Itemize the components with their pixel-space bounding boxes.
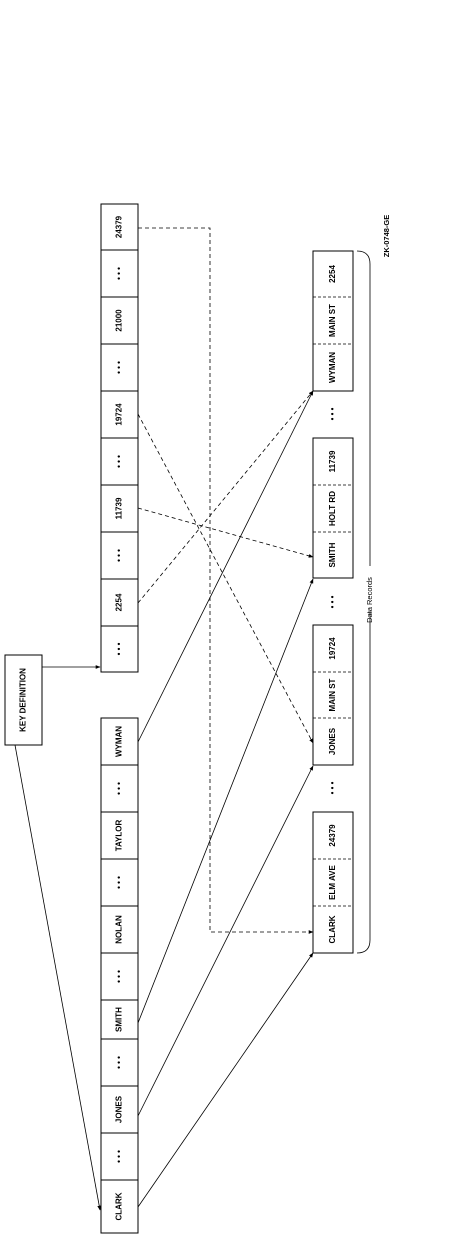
record-name: CLARK — [328, 915, 337, 943]
alternate-key-pointers — [137, 227, 314, 934]
alternate-key-cell: 24379 — [100, 203, 139, 251]
data-records: CLARK ELM AVE 24379 • • • JONES MAIN ST … — [312, 250, 354, 954]
alternate-key-cell: 21000 — [100, 296, 139, 345]
alternate-key-index: • • • 2254 • • • 11739 • • • 19724 • • •… — [100, 203, 139, 673]
primary-key-cell: • • • — [100, 858, 139, 907]
record-street: MAIN ST — [328, 304, 337, 337]
alternate-key-cell: 2254 — [100, 578, 139, 627]
alternate-key-label: • • • — [115, 267, 124, 280]
record-name: SMITH — [328, 542, 337, 567]
alternate-key-label: 11739 — [115, 497, 124, 519]
pointer-11739 — [137, 507, 314, 558]
primary-key-cell: • • • — [100, 1132, 139, 1181]
primary-key-cell: • • • — [100, 952, 139, 1001]
pointer-2254 — [137, 390, 314, 604]
primary-key-cell: SMITH — [100, 999, 139, 1040]
primary-key-label: NOLAN — [115, 915, 124, 944]
data-record: WYMAN MAIN ST 2254 — [312, 250, 354, 392]
primary-key-cell: CLARK — [100, 1179, 139, 1234]
primary-key-cell: NOLAN — [100, 905, 139, 954]
record-gap-ellipsis: • • • — [328, 595, 337, 608]
data-record: SMITH HOLT RD 11739 — [312, 437, 354, 579]
primary-key-cell: TAYLOR — [100, 811, 139, 860]
record-key: 11739 — [328, 450, 337, 472]
record-key: 24379 — [328, 824, 337, 847]
alternate-key-cell: • • • — [100, 437, 139, 486]
record-name: WYMAN — [328, 352, 337, 383]
pointer-wyman — [137, 390, 314, 743]
alternate-key-label: • • • — [115, 549, 124, 562]
primary-key-label: • • • — [115, 1150, 124, 1163]
alternate-key-cell: • • • — [100, 531, 139, 580]
pointer-clark — [137, 952, 314, 1208]
primary-key-pointers — [137, 390, 314, 1208]
record-gap-ellipsis: • • • — [328, 781, 337, 794]
pointer-jones — [137, 765, 314, 1117]
primary-key-label: CLARK — [115, 1192, 124, 1220]
data-record: CLARK ELM AVE 24379 — [312, 811, 354, 954]
record-key: 19724 — [328, 637, 337, 660]
primary-key-label: JONES — [115, 1095, 124, 1123]
record-key: 2254 — [328, 265, 337, 283]
primary-key-label: TAYLOR — [115, 820, 124, 852]
data-record: JONES MAIN ST 19724 — [312, 624, 354, 766]
figure-id: ZK-0748-GE — [382, 215, 391, 258]
alternate-key-label: • • • — [115, 642, 124, 655]
alternate-key-cell: • • • — [100, 249, 139, 298]
data-records-brace: Data Records — [356, 250, 374, 954]
alternate-key-label: • • • — [115, 361, 124, 374]
alternate-key-label: 19724 — [115, 403, 124, 426]
record-street: ELM AVE — [328, 865, 337, 900]
primary-key-label: • • • — [115, 970, 124, 983]
record-gap-ellipsis: • • • — [328, 407, 337, 420]
key-definition-box: KEY DEFINITION — [4, 654, 43, 746]
primary-key-index: CLARK • • • JONES • • • SMITH • • • NOLA… — [100, 717, 139, 1234]
primary-key-cell: WYMAN — [100, 717, 139, 766]
alternate-key-cell: • • • — [100, 625, 139, 673]
primary-key-label: • • • — [115, 876, 124, 889]
key-definition-connectors — [14, 665, 102, 1211]
pointer-24379 — [138, 227, 314, 934]
primary-key-label: WYMAN — [115, 726, 124, 757]
alternate-key-label: 21000 — [115, 309, 124, 332]
primary-key-label: SMITH — [115, 1007, 124, 1032]
primary-key-cell: • • • — [100, 1038, 139, 1087]
alternate-key-cell: 19724 — [100, 390, 139, 439]
alternate-key-label: 2254 — [115, 593, 124, 611]
primary-key-label: • • • — [115, 1056, 124, 1069]
record-name: JONES — [328, 727, 337, 755]
primary-key-label: • • • — [115, 782, 124, 795]
record-street: HOLT RD — [328, 491, 337, 526]
alternate-key-cell: • • • — [100, 343, 139, 392]
primary-key-cell: JONES — [100, 1085, 139, 1134]
pointer-19724 — [137, 413, 314, 744]
alternate-key-label: • • • — [115, 455, 124, 468]
pointer-smith — [137, 578, 314, 1024]
record-street: MAIN ST — [328, 678, 337, 711]
alternate-key-cell: 11739 — [100, 484, 139, 533]
key-definition-label: KEY DEFINITION — [19, 668, 28, 732]
primary-key-cell: • • • — [100, 764, 139, 813]
alternate-key-label: 24379 — [115, 215, 124, 238]
connector-keydef-to-primary — [14, 744, 102, 1211]
data-records-label: Data Records — [365, 577, 374, 623]
